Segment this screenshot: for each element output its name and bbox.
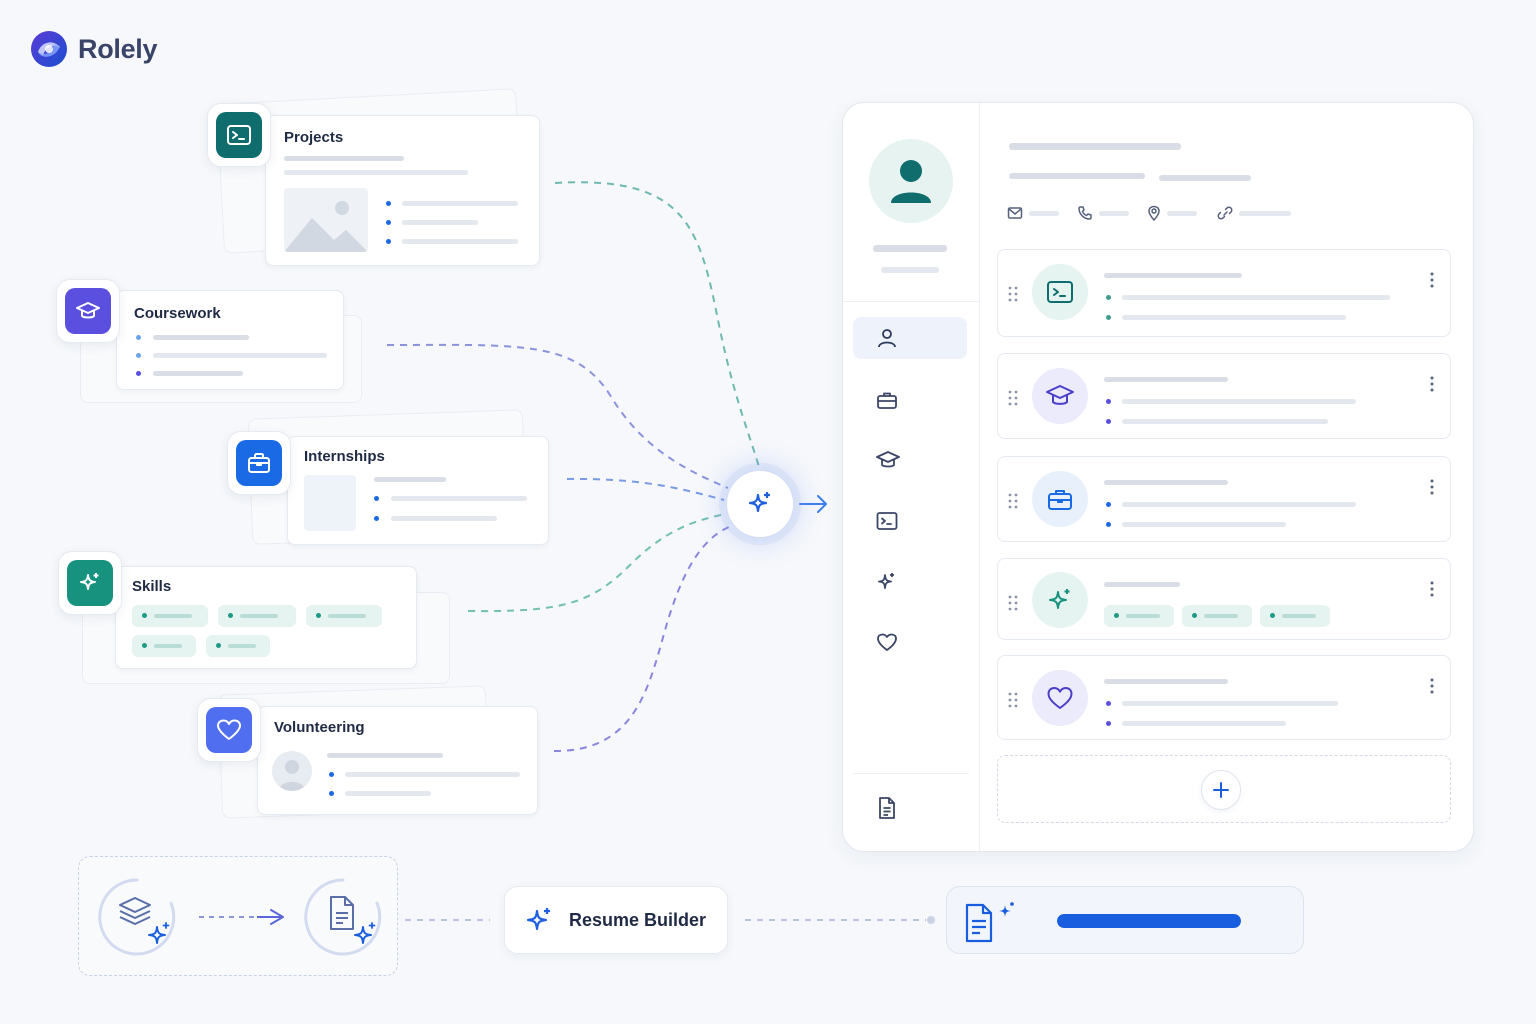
phone-icon bbox=[1078, 206, 1092, 220]
graduation-cap-icon bbox=[65, 288, 111, 334]
heart-icon bbox=[206, 707, 252, 753]
resume-builder-button[interactable]: Resume Builder bbox=[504, 886, 728, 954]
resume-progress-bar bbox=[1057, 914, 1241, 928]
resume-output bbox=[946, 886, 1304, 954]
sidebar-item-skills[interactable] bbox=[853, 561, 967, 603]
connector-endpoint-dot bbox=[927, 916, 935, 924]
volunteering-title: Volunteering bbox=[274, 719, 365, 736]
drag-handle-icon[interactable] bbox=[1008, 493, 1018, 509]
more-options-icon[interactable] bbox=[1430, 678, 1434, 694]
sparkle-icon bbox=[748, 492, 770, 513]
resume-builder-label: Resume Builder bbox=[569, 909, 707, 930]
sparkle-icon bbox=[67, 560, 113, 606]
resume-progress-fill bbox=[1057, 914, 1241, 928]
plus-icon bbox=[1213, 782, 1229, 798]
briefcase-icon bbox=[236, 440, 282, 486]
sidebar-item-profile[interactable] bbox=[853, 317, 967, 359]
connector-volunteering bbox=[553, 524, 735, 753]
sparkle-icon bbox=[526, 908, 550, 931]
document-sparkle-icon bbox=[304, 878, 382, 956]
sidebar-item-document[interactable] bbox=[853, 787, 967, 829]
volunteering-card[interactable]: Volunteering bbox=[257, 706, 538, 815]
sidebar-item-projects[interactable] bbox=[853, 500, 967, 542]
brand: Rolely bbox=[30, 30, 158, 68]
coursework-title: Coursework bbox=[134, 305, 221, 322]
coursework-tile bbox=[56, 279, 120, 343]
internships-tile bbox=[227, 431, 291, 495]
connector-coursework bbox=[386, 343, 729, 489]
terminal-icon bbox=[216, 112, 262, 158]
skills-title: Skills bbox=[132, 578, 172, 595]
entry-skills[interactable] bbox=[997, 558, 1451, 640]
graduation-cap-icon bbox=[1032, 368, 1088, 424]
more-options-icon[interactable] bbox=[1430, 376, 1434, 392]
connector-internships bbox=[566, 477, 725, 501]
projects-title: Projects bbox=[284, 129, 344, 146]
projects-tile bbox=[207, 103, 271, 167]
conversion-flow bbox=[78, 856, 398, 976]
sparkle-icon bbox=[878, 573, 894, 589]
hub-output-arrow bbox=[799, 495, 827, 513]
layers-sparkle-icon bbox=[98, 878, 176, 956]
image-placeholder-icon bbox=[284, 188, 368, 252]
document-sparkle-icon bbox=[965, 902, 1014, 943]
more-options-icon[interactable] bbox=[1430, 581, 1434, 597]
add-section-slot bbox=[997, 755, 1451, 823]
connector-projects bbox=[554, 181, 761, 471]
user-icon bbox=[891, 160, 931, 203]
location-pin-icon bbox=[1148, 205, 1160, 221]
more-options-icon[interactable] bbox=[1430, 479, 1434, 495]
skills-tile bbox=[58, 551, 122, 615]
resume-panel bbox=[842, 102, 1474, 852]
sparkle-icon bbox=[1032, 572, 1088, 628]
add-section-button[interactable] bbox=[1201, 770, 1241, 810]
brand-name: Rolely bbox=[78, 33, 158, 64]
entry-volunteering[interactable] bbox=[997, 655, 1451, 740]
sidebar-item-volunteering[interactable] bbox=[853, 621, 967, 663]
sidebar-item-coursework[interactable] bbox=[853, 439, 967, 481]
heart-icon bbox=[877, 633, 897, 651]
briefcase-icon bbox=[1032, 471, 1088, 527]
internships-card[interactable]: Internships bbox=[287, 436, 549, 545]
mail-icon bbox=[1007, 207, 1023, 219]
internships-title: Internships bbox=[304, 448, 385, 465]
connector-skills bbox=[467, 513, 727, 613]
drag-handle-icon[interactable] bbox=[1008, 286, 1018, 302]
briefcase-icon bbox=[877, 392, 897, 409]
terminal-icon bbox=[1032, 264, 1088, 320]
rolely-logo-icon bbox=[31, 31, 67, 67]
ai-hub[interactable] bbox=[727, 471, 793, 537]
heart-icon bbox=[1032, 670, 1088, 726]
drag-handle-icon[interactable] bbox=[1008, 692, 1018, 708]
coursework-card[interactable]: Coursework bbox=[116, 290, 344, 390]
more-options-icon[interactable] bbox=[1430, 272, 1434, 288]
link-icon bbox=[1217, 206, 1233, 220]
volunteering-tile bbox=[197, 698, 261, 762]
avatar-placeholder-icon bbox=[272, 751, 312, 791]
drag-handle-icon[interactable] bbox=[1008, 595, 1018, 611]
flow-arrow-icon bbox=[199, 909, 284, 925]
user-icon bbox=[878, 329, 896, 348]
drag-handle-icon[interactable] bbox=[1008, 390, 1018, 406]
graduation-cap-icon bbox=[876, 451, 900, 468]
document-icon bbox=[879, 797, 895, 819]
entry-projects[interactable] bbox=[997, 249, 1451, 337]
profile-avatar bbox=[869, 139, 953, 223]
sidebar-item-internships[interactable] bbox=[853, 379, 967, 421]
entry-internships[interactable] bbox=[997, 456, 1451, 542]
skills-card[interactable]: Skills bbox=[115, 566, 417, 669]
entry-coursework[interactable] bbox=[997, 353, 1451, 439]
terminal-icon bbox=[876, 512, 898, 530]
projects-card[interactable]: Projects bbox=[265, 115, 540, 266]
